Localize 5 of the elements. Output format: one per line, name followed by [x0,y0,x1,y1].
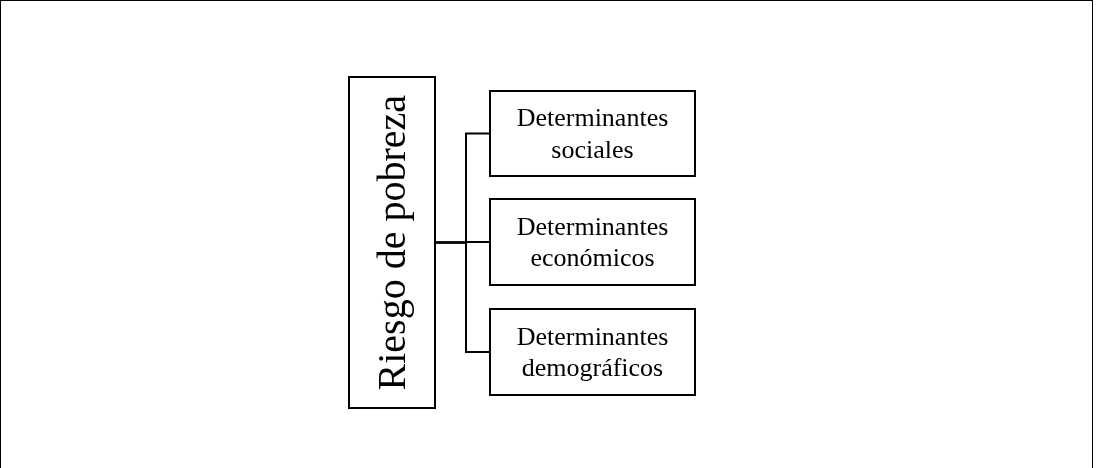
category-box: Determinantes económicos [489,198,696,286]
category-box: Determinantes demográficos [489,308,696,396]
title-box: Riesgo de pobreza [348,76,436,409]
category-box: Determinantes sociales [489,90,696,177]
connector-line [435,241,490,353]
